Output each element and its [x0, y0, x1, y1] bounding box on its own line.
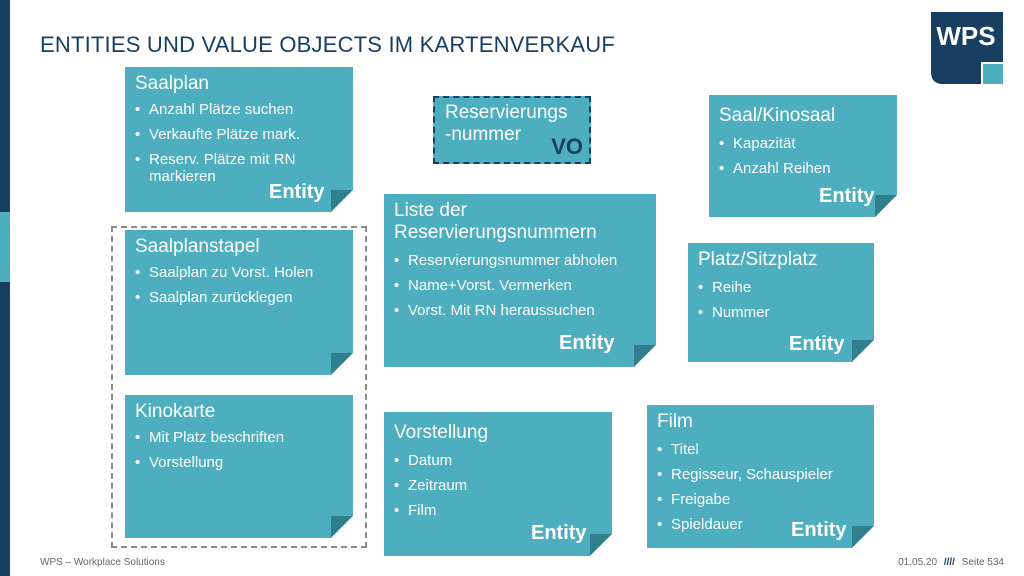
card-saalplan: Saalplan Anzahl Plätze suchen Verkaufte … — [125, 67, 353, 212]
card-title-line: Reservierungsnummern — [394, 222, 597, 243]
list-item: Titel — [657, 441, 864, 458]
entity-tag: Entity — [791, 519, 847, 541]
entity-tag: Entity — [789, 333, 845, 355]
card-title: Saal/Kinosaal — [719, 105, 836, 126]
card-title-line: Liste der — [394, 200, 467, 221]
list-item: Mit Platz beschriften — [135, 429, 343, 446]
list-item: Reihe — [698, 279, 864, 296]
list-item: Name+Vorst. Vermerken — [394, 277, 646, 294]
card-vorstellung: Vorstellung Datum Zeitraum Film Entity — [384, 412, 612, 556]
list-item: Kapazität — [719, 135, 887, 152]
list-item: Verkaufte Plätze mark. — [135, 126, 343, 143]
page-fold — [634, 345, 656, 367]
wps-logo-text: WPS — [936, 21, 995, 51]
list-item: Anzahl Plätze suchen — [135, 101, 343, 118]
card-title: Platz/Sitzplatz — [698, 249, 818, 270]
list-item: Vorst. Mit RN heraussuchen — [394, 302, 646, 319]
card-title-line: Reservierungs — [445, 102, 568, 123]
entity-tag: Entity — [269, 181, 325, 203]
card-saal-kinosaal: Saal/Kinosaal Kapazität Anzahl Reihen En… — [709, 95, 897, 217]
aggregate-group-box — [111, 226, 367, 548]
page-fold — [875, 195, 897, 217]
card-title: Saalplan — [135, 73, 209, 94]
page-fold — [852, 340, 874, 362]
page-fold — [331, 190, 353, 212]
card-title: Film — [657, 411, 693, 432]
card-reservierungsnummer: Reservierungs-nummer VO — [433, 96, 591, 164]
list-item: Reserv. Plätze mit RN markieren — [135, 151, 319, 185]
list-item: Zeitraum — [394, 477, 602, 494]
card-title: Kinokarte — [135, 401, 216, 422]
entity-tag: Entity — [559, 332, 615, 354]
left-accent-segment — [0, 212, 10, 282]
list-item: Vorstellung — [135, 454, 343, 471]
footer-page-number: Seite 534 — [961, 557, 1004, 568]
list-item: Datum — [394, 452, 602, 469]
left-accent-bar — [0, 0, 10, 576]
card-saalplanstapel: Saalplanstapel Saalplan zu Vorst. Holen … — [125, 230, 353, 375]
card-platz-sitzplatz: Platz/Sitzplatz Reihe Nummer Entity — [688, 243, 874, 362]
list-item: Anzahl Reihen — [719, 160, 887, 177]
slide-title: ENTITIES UND VALUE OBJECTS IM KARTENVERK… — [40, 32, 615, 57]
footer-separator: //// — [943, 557, 955, 568]
entity-tag: Entity — [531, 522, 587, 544]
list-item: Film — [394, 502, 602, 519]
list-item: Regisseur, Schauspieler — [657, 466, 864, 483]
page-fold — [590, 534, 612, 556]
footer-right: 01.05.20 //// Seite 534 — [898, 557, 1004, 568]
card-title: Saalplanstapel — [135, 236, 260, 257]
value-object-tag: VO — [551, 134, 583, 159]
list-item: Saalplan zu Vorst. Holen — [135, 264, 343, 281]
footer-left: WPS – Workplace Solutions — [40, 557, 165, 568]
footer-date: 01.05.20 — [898, 557, 938, 568]
list-item: Saalplan zurücklegen — [135, 289, 343, 306]
card-film: Film Titel Regisseur, Schauspieler Freig… — [647, 405, 874, 548]
card-title: Vorstellung — [394, 422, 489, 443]
card-kinokarte: Kinokarte Mit Platz beschriften Vorstell… — [125, 395, 353, 538]
list-item: Reservierungsnummer abholen — [394, 252, 646, 269]
list-item: Freigabe — [657, 491, 864, 508]
page-fold — [852, 526, 874, 548]
entity-tag: Entity — [819, 185, 875, 207]
card-title-line: -nummer — [445, 124, 522, 145]
wps-logo: WPS — [931, 12, 1003, 84]
list-item: Spieldauer — [657, 516, 864, 533]
list-item: Nummer — [698, 304, 864, 321]
